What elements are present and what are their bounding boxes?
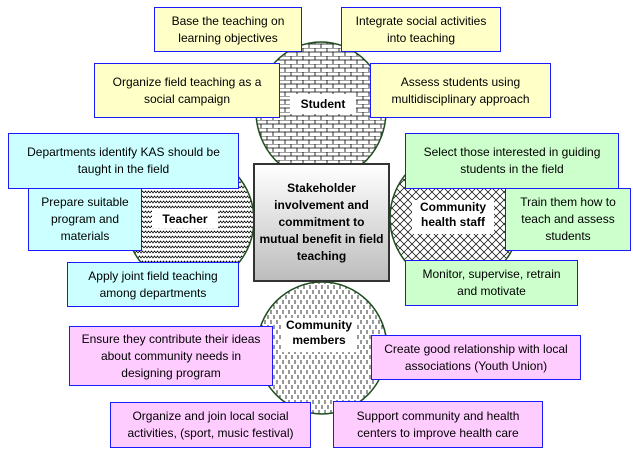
health-item: Select those interested in guiding stude… (405, 133, 619, 189)
members-item: Organize and join local social activitie… (110, 402, 311, 448)
teacher-item: Apply joint field teaching among departm… (67, 262, 239, 307)
health-staff-label: Community health staff (412, 200, 494, 234)
health-item: Monitor, supervise, retrain and motivate (405, 260, 578, 306)
student-item: Integrate social activities into teachin… (341, 7, 501, 52)
teacher-item: Departments identify KAS should be taugh… (8, 133, 239, 189)
student-item: Organize field teaching as a social camp… (94, 63, 280, 118)
teacher-item: Prepare suitable program and materials (28, 188, 142, 251)
members-item: Create good relationship with local asso… (371, 335, 581, 380)
members-item: Ensure they contribute their ideas about… (69, 326, 273, 386)
members-label: Community members (282, 318, 356, 352)
health-item: Train them how to teach and assess stude… (505, 188, 631, 251)
student-item: Assess students using multidisciplinary … (370, 63, 551, 118)
student-label: Student (290, 94, 356, 114)
members-item: Support community and health centers to … (333, 401, 543, 448)
student-item: Base the teaching on learning objectives (154, 7, 302, 52)
center-box: Stakeholder involvement and commitment t… (253, 163, 390, 282)
teacher-label: Teacher (152, 210, 218, 228)
